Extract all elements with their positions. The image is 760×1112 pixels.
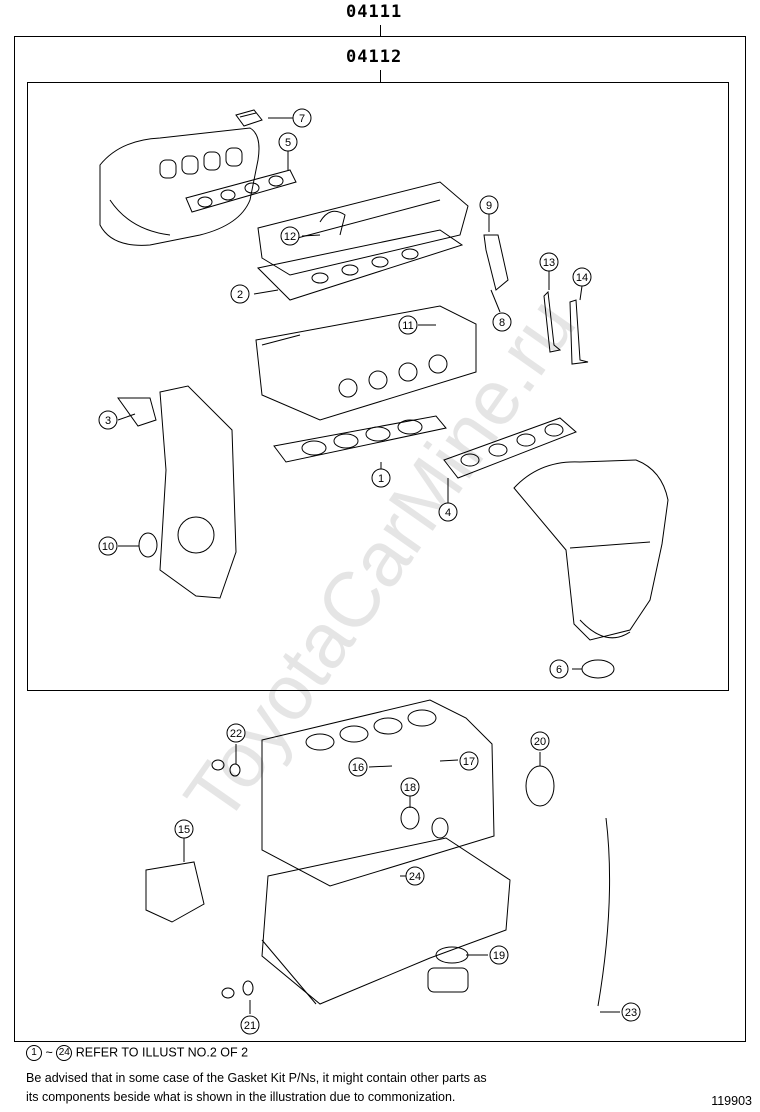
valves-drawing <box>543 290 589 365</box>
callout-20 <box>530 731 550 751</box>
seal-18-drawing <box>400 806 420 830</box>
callout-22 <box>226 723 246 743</box>
callout-6 <box>549 659 569 679</box>
callout-17 <box>459 751 479 771</box>
callout-2 <box>230 284 250 304</box>
callout-label-23: 23 <box>625 1007 637 1019</box>
callout-15 <box>174 819 194 839</box>
callout-label-21: 21 <box>244 1020 256 1032</box>
callout-label-7: 7 <box>299 113 305 125</box>
callout-label-20: 20 <box>534 736 546 748</box>
callout-label-4: 4 <box>445 507 451 519</box>
callout-label-5: 5 <box>285 137 291 149</box>
callout-24 <box>405 866 425 886</box>
rear-seal-drawing <box>525 765 555 807</box>
ring-6-drawing <box>581 659 615 679</box>
injector-drawing <box>483 234 509 291</box>
head-gasket-drawing <box>273 415 447 463</box>
callout-12 <box>280 226 300 246</box>
cylinder-head-drawing <box>255 305 477 421</box>
callout-16 <box>348 757 368 777</box>
callout-label-19: 19 <box>493 950 505 962</box>
illustration-number: 119903 <box>711 1094 752 1108</box>
oil-cooler-drawing <box>427 946 469 993</box>
callout-10 <box>98 536 118 556</box>
callout-label-16: 16 <box>352 762 364 774</box>
callout-label-9: 9 <box>486 200 492 212</box>
advisory-note-line-1: Be advised that in some case of the Gask… <box>26 1071 487 1085</box>
exhaust-manifold-drawing <box>513 459 669 641</box>
callout-label-11: 11 <box>402 320 413 332</box>
leader-line <box>380 25 381 36</box>
callout-label-15: 15 <box>178 824 190 836</box>
cylinder-block-drawing <box>261 699 495 887</box>
callout-label-2: 2 <box>237 289 243 301</box>
callout-14 <box>572 267 592 287</box>
callout-label-8: 8 <box>499 317 505 329</box>
kit-code-inner: 04112 <box>346 47 403 67</box>
callout-1 <box>371 468 391 488</box>
refer-text: REFER TO ILLUST NO.2 OF 2 <box>75 1045 249 1060</box>
callout-18 <box>400 777 420 797</box>
intake-manifold-drawing <box>99 127 260 246</box>
exhaust-gasket-drawing <box>443 417 577 479</box>
intake-gasket-drawing <box>185 169 297 213</box>
kit-code-outer: 04111 <box>346 2 403 22</box>
callout-label-22: 22 <box>230 728 242 740</box>
small-part-21-drawing <box>221 987 235 999</box>
refer-end-badge: 24 <box>56 1045 73 1061</box>
outer-kit-frame <box>14 36 746 1042</box>
valve-cover-gasket-drawing <box>256 229 464 301</box>
callout-3 <box>98 410 118 430</box>
refer-tilde: ~ <box>45 1045 53 1060</box>
callout-23 <box>621 1002 641 1022</box>
gasket-7-drawing <box>235 109 263 127</box>
inner-kit-frame <box>27 82 729 691</box>
leader-line <box>380 70 381 82</box>
callout-11 <box>398 315 418 335</box>
small-part-22-drawing <box>211 759 225 771</box>
callout-5 <box>278 132 298 152</box>
callout-label-17: 17 <box>463 756 475 768</box>
callout-4 <box>438 502 458 522</box>
oil-pan-drawing <box>261 837 511 1005</box>
callout-label-3: 3 <box>105 415 111 427</box>
callout-label-13: 13 <box>543 257 555 269</box>
callout-label-6: 6 <box>556 664 562 676</box>
callout-8 <box>492 312 512 332</box>
advisory-note-line-2: its components beside what is shown in t… <box>26 1090 456 1104</box>
callout-label-10: 10 <box>102 541 114 553</box>
valve-cover-drawing <box>257 181 469 276</box>
callout-13 <box>539 252 559 272</box>
callout-label-18: 18 <box>404 782 416 794</box>
callout-19 <box>489 945 509 965</box>
callout-label-24: 24 <box>409 871 421 883</box>
refer-note: 1 ~ 24 REFER TO ILLUST NO.2 OF 2 <box>26 1045 248 1061</box>
refer-start-badge: 1 <box>26 1045 42 1061</box>
gasket-3-drawing <box>117 397 157 427</box>
callout-21 <box>240 1015 260 1035</box>
water-pump-drawing <box>145 861 205 923</box>
callout-label-1: 1 <box>378 473 384 485</box>
oil-seal-10-drawing <box>138 532 158 558</box>
timing-cover-drawing <box>159 385 237 599</box>
callout-7 <box>292 108 312 128</box>
callout-9 <box>479 195 499 215</box>
callout-label-12: 12 <box>284 231 296 243</box>
callout-label-14: 14 <box>576 272 588 284</box>
dipstick-drawing <box>597 817 611 1007</box>
